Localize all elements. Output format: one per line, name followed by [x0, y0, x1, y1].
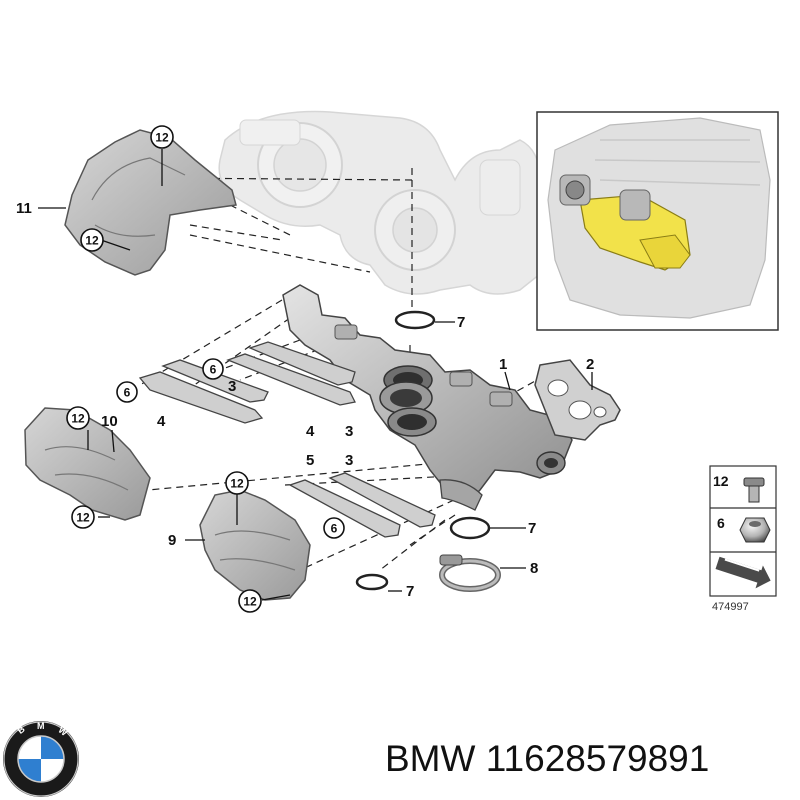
callout-7b: 7 — [528, 520, 536, 537]
callout-3b: 3 — [345, 423, 353, 440]
callout-4b: 4 — [306, 423, 315, 440]
turbocharger-ghost — [218, 110, 553, 295]
callout-6c: 6 — [331, 522, 338, 536]
brand-part-number: BMW 11628579891 — [385, 732, 795, 786]
callout-leaders — [38, 149, 593, 601]
callout-4a: 4 — [157, 413, 166, 430]
callout-12f: 12 — [243, 595, 257, 609]
circle-markers — [66, 125, 345, 613]
inset-engine-view — [536, 111, 779, 331]
svg-text:M: M — [37, 721, 45, 731]
bolt-icon — [743, 477, 765, 503]
callout-12a: 12 — [155, 131, 169, 145]
svg-text:B: B — [15, 724, 27, 736]
arrow-direction-icon — [715, 556, 771, 589]
callout-3c: 3 — [345, 452, 353, 469]
callout-10: 10 — [101, 413, 118, 430]
heat-shield-upper — [64, 129, 237, 276]
callout-5: 5 — [306, 452, 314, 469]
callout-6a: 6 — [124, 386, 131, 400]
callout-12b: 12 — [85, 234, 99, 248]
o-rings — [355, 310, 491, 591]
callout-6b: 6 — [210, 363, 217, 377]
turbo-gasket — [534, 359, 621, 441]
heat-shield-lower — [199, 489, 311, 601]
callout-8: 8 — [530, 560, 538, 577]
reference-number: 474997 — [712, 601, 749, 613]
callout-12e: 12 — [230, 477, 244, 491]
callout-7a: 7 — [457, 314, 465, 331]
exhaust-manifold — [282, 284, 573, 511]
clamp — [439, 554, 501, 592]
nut-icon — [739, 517, 771, 543]
callout-2: 2 — [586, 356, 594, 373]
callout-9: 9 — [168, 532, 176, 549]
brand-label: BMW — [385, 738, 476, 779]
bmw-logo: B M W — [3, 721, 79, 797]
callout-1: 1 — [499, 356, 507, 373]
part-number: 11628579891 — [485, 738, 710, 779]
manifold-gaskets — [138, 341, 436, 538]
fastener-legend — [709, 465, 777, 597]
callout-12d: 12 — [76, 511, 90, 525]
callout-7c: 7 — [406, 583, 414, 600]
legend-label-12: 12 — [713, 473, 729, 489]
callout-3a: 3 — [228, 378, 236, 395]
callout-11: 11 — [16, 200, 32, 217]
callout-12c: 12 — [71, 412, 85, 426]
legend-label-6: 6 — [717, 515, 725, 531]
